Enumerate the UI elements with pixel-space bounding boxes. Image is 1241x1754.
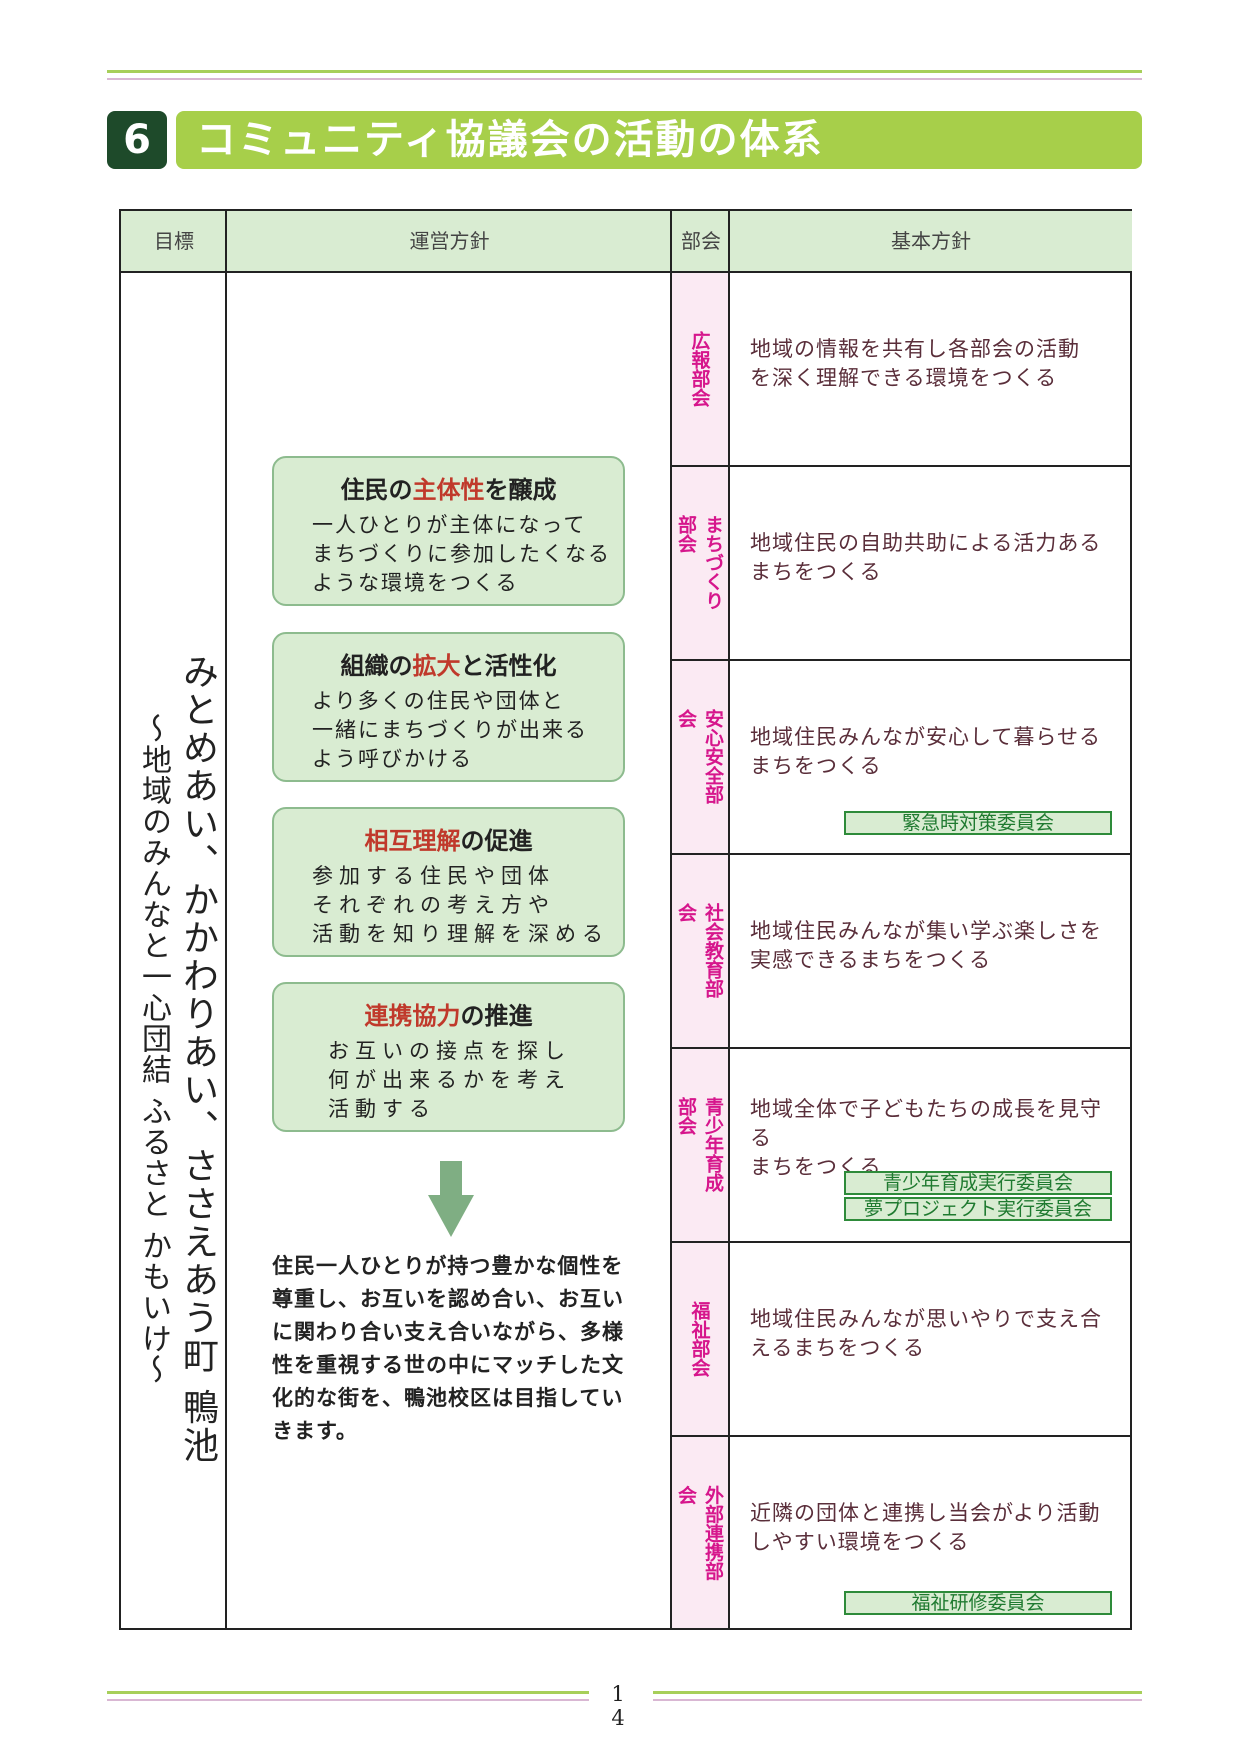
policy-title: 住民の主体性を醸成 <box>340 476 557 504</box>
bottom-rule-green <box>107 1691 589 1694</box>
policy-box-cooperation: 連携協力の推進 お互いの接点を探し 何が出来るかを考え 活動する <box>272 982 625 1132</box>
dept-cell-shakai: 社会教育部会 <box>672 855 728 1049</box>
policy-description: 一人ひとりが主体になって まちづくりに参加したくなる ような環境をつくる <box>312 513 611 595</box>
activity-system-table: 目標 運営方針 部会 基本方針 みとめあい、かかわりあい、ささえあう町 鴨池 ～… <box>119 209 1132 1630</box>
basic-cell-shakai: 地域住民みんなが集い学ぶ楽しさを 実感できるまちをつくる <box>730 855 1132 1049</box>
dept-name: 青少年育成部会 <box>675 1097 724 1192</box>
policy-box-understanding: 相互理解の促進 参加する住民や団体 それぞれの考え方や 活動を知り理解を深める <box>272 807 625 957</box>
column-divider <box>670 211 672 1628</box>
summary-text: 住民一人ひとりが持つ豊かな個性を尊重し、お互いを認め合い、お互いに関わり合い支え… <box>272 1254 624 1443</box>
top-rule-green <box>107 70 1142 73</box>
basic-policy-text: 地域住民みんなが集い学ぶ楽しさを 実感できるまちをつくる <box>750 919 1102 972</box>
committee-badge: 夢プロジェクト実行委員会 <box>844 1197 1112 1221</box>
header-policy: 運営方針 <box>227 211 672 273</box>
dept-cell-seishonen: 青少年育成部会 <box>672 1049 728 1243</box>
basic-policy-text: 地域住民の自助共助による活力ある まちをつくる <box>750 531 1102 584</box>
column-divider <box>728 211 730 1628</box>
bottom-rule-green <box>653 1691 1142 1694</box>
policy-box-expansion: 組織の拡大と活性化 より多くの住民や団体と 一緒にまちづくりが出来る よう呼びか… <box>272 632 625 782</box>
dept-cell-machizukuri: まちづくり部会 <box>672 467 728 661</box>
header-basic: 基本方針 <box>730 211 1132 273</box>
dept-name: 安心安全部会 <box>675 709 724 804</box>
dept-name: 社会教育部会 <box>675 903 724 998</box>
top-rule-pink <box>107 78 1142 80</box>
bottom-rule-pink <box>107 1699 589 1701</box>
header-dept: 部会 <box>672 211 730 273</box>
basic-cell-seishonen: 地域全体で子どもたちの成長を見守る まちをつくる 青少年育成実行委員会 夢プロジ… <box>730 1049 1132 1243</box>
dept-cell-gaibu: 外部連携部会 <box>672 1437 728 1628</box>
basic-cell-gaibu: 近隣の団体と連携し当会がより活動 しやすい環境をつくる 福祉研修委員会 <box>730 1437 1132 1628</box>
policy-title: 連携協力の推進 <box>364 1002 533 1030</box>
dept-name: 福祉部会 <box>688 1301 711 1377</box>
policy-box-autonomy: 住民の主体性を醸成 一人ひとりが主体になって まちづくりに参加したくなる ような… <box>272 456 625 606</box>
basic-policy-text: 地域住民みんなが思いやりで支え合 えるまちをつくる <box>750 1307 1102 1360</box>
policy-title: 組織の拡大と活性化 <box>340 652 557 680</box>
basic-policy-text: 地域の情報を共有し各部会の活動 を深く理解できる環境をつくる <box>750 337 1080 390</box>
basic-cell-koho: 地域の情報を共有し各部会の活動 を深く理解できる環境をつくる <box>730 273 1132 467</box>
dept-name: まちづくり部会 <box>675 515 724 610</box>
goal-column: みとめあい、かかわりあい、ささえあう町 鴨池 ～地域のみんなと一心団結 ふるさと… <box>121 273 227 1628</box>
dept-name: 広報部会 <box>688 331 711 407</box>
committee-badge: 緊急時対策委員会 <box>844 811 1112 835</box>
basic-cell-fukushi: 地域住民みんなが思いやりで支え合 えるまちをつくる <box>730 1243 1132 1437</box>
column-divider <box>225 211 227 1628</box>
basic-policy-text: 地域住民みんなが安心して暮らせる まちをつくる <box>750 725 1101 778</box>
bottom-rule-pink <box>653 1699 1142 1701</box>
policy-description: より多くの住民や団体と 一緒にまちづくりが出来る よう呼びかける <box>312 689 588 771</box>
section-number: 6 <box>107 111 167 169</box>
dept-cell-fukushi: 福祉部会 <box>672 1243 728 1437</box>
basic-policy-text: 近隣の団体と連携し当会がより活動 しやすい環境をつくる <box>750 1501 1101 1554</box>
committee-badge: 青少年育成実行委員会 <box>844 1171 1112 1195</box>
dept-name: 外部連携部会 <box>675 1484 724 1580</box>
header-goal: 目標 <box>121 211 227 273</box>
basic-policy-text: 地域全体で子どもたちの成長を見守る まちをつくる <box>750 1097 1102 1179</box>
goal-main-text: みとめあい、かかわりあい、ささえあう町 鴨池 <box>177 653 218 1465</box>
policy-description: お互いの接点を探し 何が出来るかを考え 活動する <box>328 1039 571 1121</box>
down-arrow-icon <box>428 1161 474 1237</box>
policy-description: 参加する住民や団体 それぞれの考え方や 活動を知り理解を深める <box>312 864 609 946</box>
policy-title: 相互理解の促進 <box>364 827 533 855</box>
dept-cell-anshin: 安心安全部会 <box>672 661 728 855</box>
basic-cell-anshin: 地域住民みんなが安心して暮らせる まちをつくる 緊急時対策委員会 <box>730 661 1132 855</box>
committee-badge: 福祉研修委員会 <box>844 1591 1112 1615</box>
section-title: コミュニティ協議会の活動の体系 <box>176 111 1142 169</box>
page-number: 1 4 <box>611 1682 631 1730</box>
goal-sub-text: ～地域のみんなと一心団結 ふるさと かもいけ～ <box>136 713 171 1386</box>
basic-cell-machizukuri: 地域住民の自助共助による活力ある まちをつくる <box>730 467 1132 661</box>
dept-cell-koho: 広報部会 <box>672 273 728 467</box>
